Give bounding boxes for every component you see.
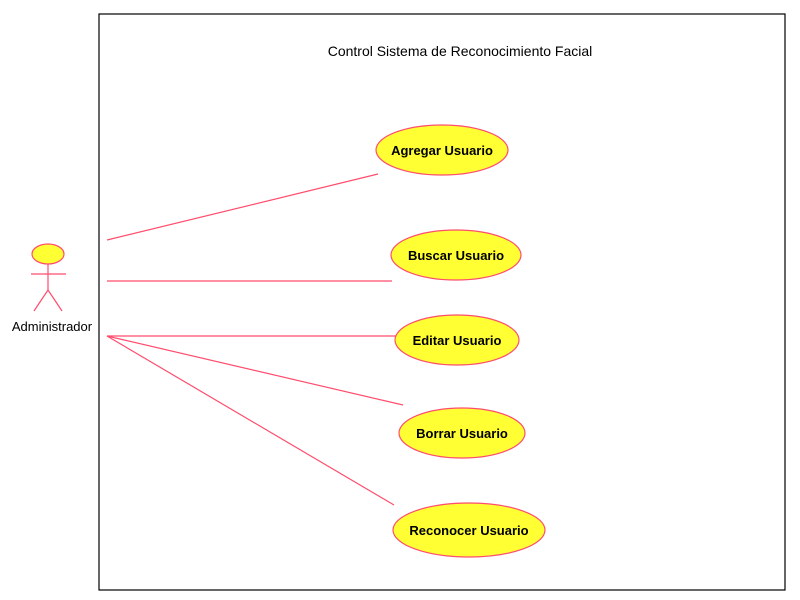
use-case-label: Buscar Usuario: [408, 248, 504, 263]
association-agregar: [106, 173, 379, 241]
use-case-buscar-usuario: Buscar Usuario: [390, 229, 522, 281]
use-case-label: Borrar Usuario: [416, 426, 508, 441]
actor-head: [31, 243, 65, 265]
associations: [106, 173, 404, 506]
actor-administrador: Administrador: [12, 243, 93, 334]
actor-right-leg: [47, 289, 63, 312]
use-case-agregar-usuario: Agregar Usuario: [375, 124, 509, 176]
association-reconocer: [106, 335, 395, 506]
use-case-ellipse: [375, 124, 509, 176]
actor-name: Administrador: [12, 319, 93, 334]
association-borrar: [106, 335, 404, 406]
system-title: Control Sistema de Reconocimiento Facial: [328, 43, 593, 59]
use-case-borrar-usuario: Borrar Usuario: [398, 407, 526, 459]
use-case-ellipse: [394, 314, 520, 366]
use-case-label: Agregar Usuario: [391, 143, 493, 158]
use-case-editar-usuario: Editar Usuario: [394, 314, 520, 366]
actor-left-leg: [33, 289, 49, 312]
use-case-reconocer-usuario: Reconocer Usuario: [392, 502, 546, 558]
use-case-label: Reconocer Usuario: [409, 523, 528, 538]
use-case-ellipse: [392, 502, 546, 558]
system-boundary: [98, 13, 786, 591]
use-case-label: Editar Usuario: [413, 333, 502, 348]
use-case-ellipse: [398, 407, 526, 459]
use-case-ellipse: [390, 229, 522, 281]
